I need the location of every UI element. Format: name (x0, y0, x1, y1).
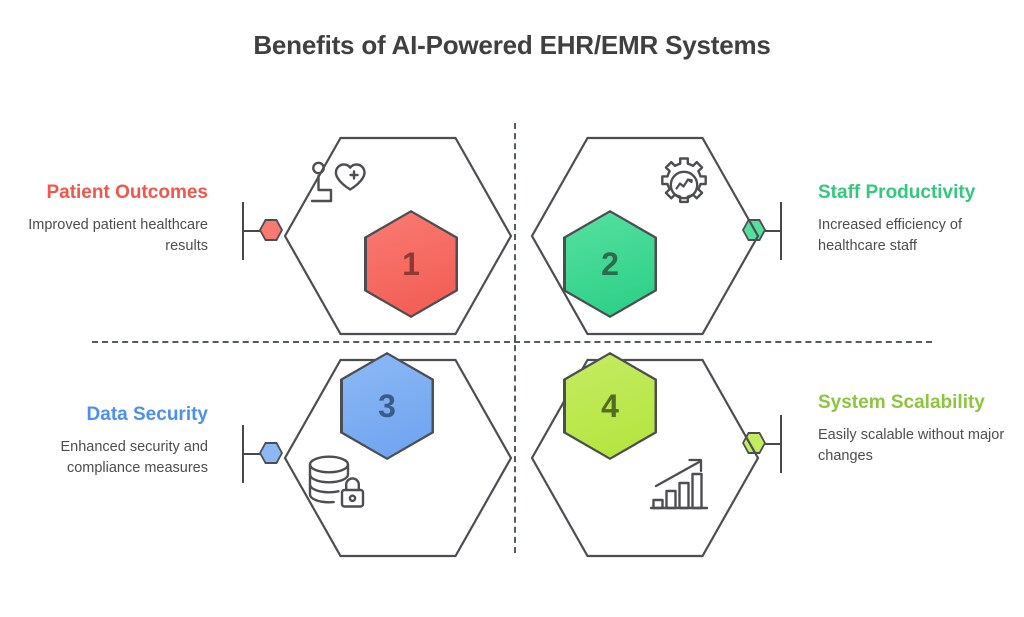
quadrant-4-heading: System Scalability (818, 392, 985, 413)
quadrant-1-number: 1 (402, 245, 420, 282)
outline-hexagon (283, 136, 513, 336)
database-lock-icon (307, 454, 369, 517)
patient-heart-icon (310, 160, 372, 217)
quadrant-2-number-hexagon: 2 (563, 210, 657, 318)
growth-bar-chart-icon (648, 456, 710, 519)
quadrant-3-number-hexagon: 3 (340, 352, 434, 460)
quadrant-3-number: 3 (378, 387, 396, 424)
quadrant-2-heading: Staff Productivity (818, 182, 976, 203)
quadrant-3-text: Data Security Enhanced security and comp… (8, 402, 208, 479)
connector-hex-marker (259, 219, 283, 241)
quadrant-2-number: 2 (601, 245, 619, 282)
quadrant-3-cell[interactable]: 3 (283, 352, 513, 558)
quadrant-1-cell[interactable]: 1 (283, 136, 513, 336)
quadrant-4-text: System Scalability Easily scalable witho… (818, 390, 1018, 467)
quadrant-2-description: Increased efficiency of healthcare staff (818, 217, 963, 255)
quadrant-4-description: Easily scalable without major changes (818, 427, 1005, 465)
quadrant-3-heading: Data Security (86, 404, 208, 425)
quadrant-3-description: Enhanced security and compliance measure… (60, 439, 208, 477)
outline-hexagon (530, 136, 760, 336)
connector-line (764, 443, 780, 445)
connector-bar (780, 415, 782, 473)
connector-hex-fill (744, 434, 764, 452)
connector-bar (242, 425, 244, 483)
quadrant-1-text: Patient Outcomes Improved patient health… (8, 180, 208, 257)
quadrant-1-description: Improved patient healthcare results (28, 217, 208, 255)
outline-hexagon (530, 358, 760, 558)
connector-line (244, 453, 260, 455)
connector-bar (780, 202, 782, 260)
quadrant-1-number-hexagon: 1 (364, 210, 458, 318)
quadrant-4-number-hexagon: 4 (563, 352, 657, 460)
outline-hexagon (283, 358, 513, 558)
connector-line (764, 230, 780, 232)
horizontal-divider (92, 341, 932, 343)
page-title: Benefits of AI-Powered EHR/EMR Systems (253, 30, 771, 60)
connector-hex-fill (261, 221, 281, 239)
connector-hex-marker (742, 432, 766, 454)
quadrant-2-text: Staff Productivity Increased efficiency … (818, 180, 1018, 257)
vertical-divider (514, 123, 516, 553)
connector-line (244, 230, 260, 232)
gear-analytics-icon (655, 156, 713, 219)
quadrant-2-cell[interactable]: 2 (530, 136, 760, 336)
connector-hex-fill (261, 444, 281, 462)
connector-bar (242, 202, 244, 260)
connector-hex-marker (259, 442, 283, 464)
quadrant-4-cell[interactable]: 4 (530, 352, 760, 558)
quadrant-1-heading: Patient Outcomes (46, 182, 208, 203)
quadrant-4-number: 4 (601, 387, 619, 424)
